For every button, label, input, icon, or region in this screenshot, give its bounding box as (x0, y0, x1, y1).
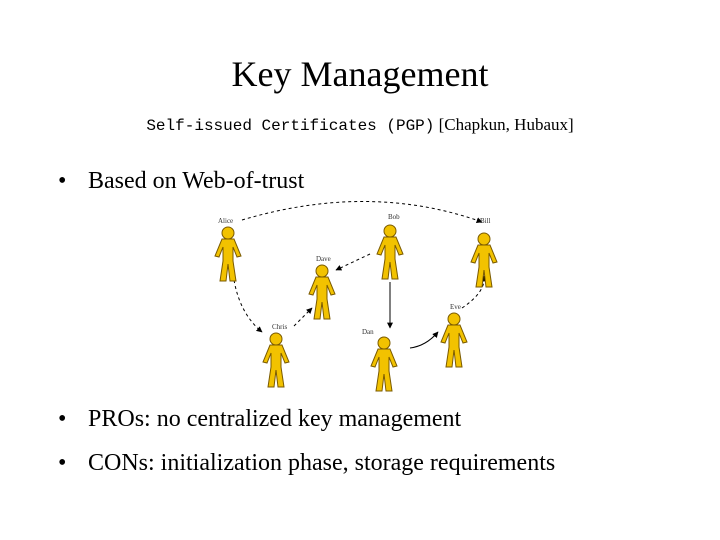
person-icon (376, 224, 404, 280)
user-node-bill: Bill (470, 217, 498, 288)
edge-chris-dave (293, 307, 313, 327)
user-node-alice: Alice (214, 217, 242, 282)
subtitle-topic: Self-issued Certificates (PGP) (146, 117, 435, 135)
bullet-text: Based on Web-of-trust (88, 168, 305, 194)
bullet-symbol: • (58, 168, 67, 194)
person-icon (440, 312, 468, 368)
user-label-bill: Bill (480, 217, 491, 225)
user-label-alice: Alice (218, 217, 233, 225)
person-icon (262, 332, 290, 388)
edge-alice-bill (241, 201, 483, 224)
person-icon (308, 264, 336, 320)
bullet-text: PROs: no centralized key management (88, 406, 462, 432)
edge-alice-chris (233, 279, 263, 333)
bullet-symbol: • (58, 406, 67, 432)
edge-bob-dave (335, 253, 371, 271)
edge-dan-eve (409, 331, 439, 349)
user-label-bob: Bob (388, 213, 400, 221)
user-label-dan: Dan (362, 328, 374, 336)
bullet-text: CONs: initialization phase, storage requ… (88, 450, 556, 476)
user-label-chris: Chris (272, 323, 287, 331)
slide-subtitle: Self-issued Certificates (PGP) [Chapkun,… (0, 114, 720, 137)
bullet-cons: • CONs: initialization phase, storage req… (58, 448, 555, 478)
subtitle-reference: [Chapkun, Hubaux] (438, 115, 574, 134)
trust-edges (233, 201, 488, 349)
person-icon (214, 226, 242, 282)
bullet-web-of-trust: • Based on Web-of-trust (58, 166, 304, 196)
user-label-dave: Dave (316, 255, 331, 263)
user-node-bob: Bob (376, 213, 404, 280)
bullet-pros: • PROs: no centralized key management (58, 404, 461, 434)
user-node-chris: Chris (262, 323, 290, 388)
slide-title: Key Management (231, 54, 489, 94)
user-node-dan: Dan (362, 328, 398, 392)
user-node-eve: Eve (440, 303, 468, 368)
user-node-dave: Dave (308, 255, 336, 320)
bullet-symbol: • (58, 450, 67, 476)
person-icon (370, 336, 398, 392)
edge-eve-bill (461, 275, 488, 309)
user-label-eve: Eve (450, 303, 461, 311)
